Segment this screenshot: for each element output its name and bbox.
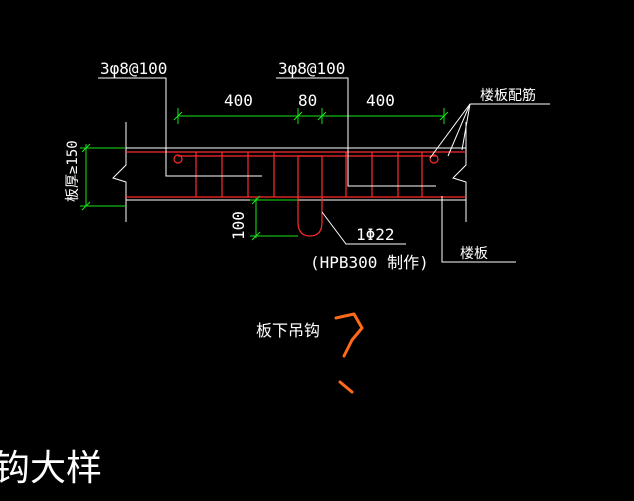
- right-rebar-label: 3φ8@100: [278, 59, 345, 78]
- hook-bar-label: 1Φ22: [356, 225, 395, 244]
- hook-title-label: 板下吊钩: [256, 321, 320, 340]
- dim-400-right-label: 400: [366, 91, 395, 110]
- hook-symbol-tail: [338, 380, 354, 394]
- dim-400-left-label: 400: [224, 91, 253, 110]
- slab-rebar-leader-3: [461, 103, 471, 151]
- dim-tick-1: [173, 111, 183, 121]
- right-break-line: [452, 122, 467, 222]
- hook-tick-bottom: [251, 231, 261, 241]
- rebar-group: [126, 151, 466, 237]
- slab-rebar-leader-1: [429, 103, 471, 159]
- slab-outline: [112, 122, 467, 222]
- hook-tick-top: [251, 195, 261, 205]
- labels: 3φ8@100 3φ8@100 400 80 400 楼板配筋 板厚≥150 1…: [0, 59, 536, 489]
- dim-80-label: 80: [298, 91, 317, 110]
- hook-symbol: [334, 312, 364, 394]
- slab-thickness-label: 板厚≥150: [65, 140, 81, 202]
- hook-symbol-curve: [334, 312, 364, 358]
- dim-tick-4: [439, 111, 449, 121]
- slab-rebar-label: 楼板配筋: [480, 87, 536, 104]
- hook-material-label: (HPB300 制作): [310, 253, 429, 272]
- hanging-hook-bar: [297, 156, 323, 237]
- thickness-tick-top: [81, 143, 91, 153]
- left-rebar-label: 3φ8@100: [100, 59, 167, 78]
- left-break-line: [112, 122, 127, 222]
- left-bar-end: [173, 154, 183, 164]
- slab-label: 楼板: [460, 246, 488, 262]
- dim-tick-2: [293, 111, 303, 121]
- hook-dimension-label: 100: [229, 211, 248, 240]
- leader-lines: [98, 77, 550, 263]
- slab-rebar-leader-2: [447, 103, 471, 157]
- right-bar-end: [429, 154, 439, 164]
- right-rebar-leader: [276, 77, 436, 187]
- left-rebar-leader: [98, 77, 262, 177]
- hook-bar-leader: [321, 211, 406, 245]
- dimensions: [80, 108, 449, 241]
- thickness-tick-bottom: [81, 201, 91, 211]
- dim-tick-3: [317, 111, 327, 121]
- slab-leader: [441, 196, 516, 263]
- drawing-title: 钩大样: [0, 448, 102, 489]
